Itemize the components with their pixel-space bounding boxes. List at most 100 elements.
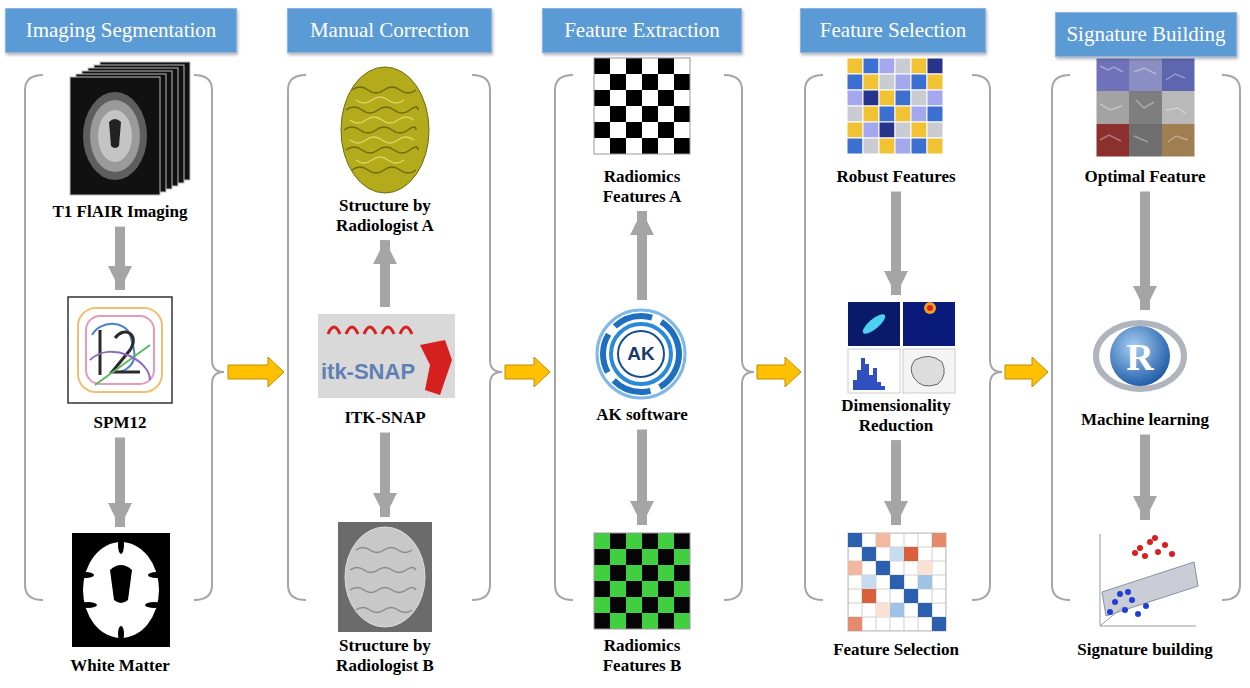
texture-tiles: [1096, 58, 1129, 91]
panel-label: Dimensionality Reduction: [821, 396, 971, 435]
scatter-3d: [1102, 562, 1198, 616]
correlation-matrix: [918, 603, 932, 617]
white-matter-image: [145, 602, 163, 608]
scatter-3d: [1147, 539, 1153, 545]
checkerboard-a: [594, 58, 690, 154]
image-panel: T1 FlAIR Imaging: [30, 62, 210, 222]
feature-grid: [863, 122, 879, 138]
image-panel: Feature Selection: [811, 530, 981, 660]
image-panel: Robust Features: [811, 55, 981, 187]
scatter-3d: [1122, 607, 1128, 613]
itk-snap-logo: [420, 340, 452, 395]
correlation-matrix: [890, 547, 904, 561]
correlation-matrix: [932, 617, 946, 631]
panel-label: Radiomics Features A: [577, 167, 707, 206]
feature-grid: [911, 58, 927, 74]
structure-b-image: [350, 548, 416, 613]
panel-bracket: [288, 75, 306, 600]
feature-grid: [927, 106, 943, 122]
flow-arrow: [637, 211, 647, 300]
reduction-plots: [848, 302, 955, 393]
feature-grid: [895, 106, 911, 122]
itk-snap-logo: [318, 314, 455, 398]
spm-logo: [68, 297, 172, 403]
correlation-matrix: [848, 533, 946, 631]
image-panel: Structure by Radiologist B: [305, 522, 465, 675]
image-panel: Radiomics Features B: [577, 530, 707, 675]
image-panel: SPM12: [30, 295, 210, 433]
feature-grid: [879, 106, 895, 122]
itk-snap-logo: [318, 314, 455, 398]
reduction-plots: [927, 305, 933, 311]
mri-stack: [109, 119, 121, 148]
panel-bracket: [1222, 75, 1240, 600]
structure-b-image: [338, 522, 432, 632]
feature-grid: [911, 74, 927, 90]
scatter-3d: [1155, 549, 1161, 555]
feature-grid: [863, 90, 879, 106]
feature-grid: [927, 58, 943, 74]
feature-grid: [863, 74, 879, 90]
spm-logo: [68, 297, 172, 403]
reduction-plots: [860, 311, 888, 337]
mri-stack: [70, 62, 190, 195]
image-panel: White Matter: [30, 532, 210, 676]
panel-bracket: [805, 75, 823, 600]
correlation-matrix: [876, 533, 890, 547]
stage-header: Imaging Segmentation: [5, 8, 237, 53]
texture-tiles: [1096, 58, 1195, 157]
feature-grid: [879, 58, 895, 74]
correlation-matrix: [876, 561, 890, 575]
feature-grid: [863, 58, 879, 74]
image-panel: Dimensionality Reduction: [821, 300, 971, 435]
feature-grid: [927, 74, 943, 90]
r-logo: [1096, 323, 1184, 389]
checkerboard-a: [594, 58, 690, 154]
flow-arrow: [891, 440, 901, 525]
scatter-3d: [1137, 545, 1143, 551]
panel-label: Feature Selection: [811, 640, 981, 660]
scatter-3d: [1132, 535, 1175, 559]
correlation-matrix: [862, 575, 876, 589]
structure-a-image: [341, 67, 429, 193]
flow-arrow: [1140, 435, 1150, 520]
white-matter-image: [72, 533, 170, 647]
scatter-3d: [1125, 589, 1131, 595]
panel-label: ITK-SNAP: [295, 408, 475, 428]
scatter-3d: [1135, 611, 1141, 617]
white-matter-image: [83, 542, 159, 638]
correlation-matrix: [918, 575, 932, 589]
header-text: Feature Extraction: [564, 18, 720, 43]
scatter-3d: [1169, 551, 1175, 557]
correlation-matrix: [904, 547, 918, 561]
white-matter-image: [148, 572, 164, 578]
feature-grid: [847, 74, 863, 90]
feature-grid: [895, 122, 911, 138]
itk-snap-logo: [328, 327, 412, 334]
panel-bracket: [194, 75, 224, 600]
mri-stack: [98, 110, 132, 162]
white-matter-image: [118, 536, 124, 554]
feature-grid: [911, 122, 927, 138]
feature-grid: [911, 90, 927, 106]
reduction-plots: [853, 358, 885, 390]
connector-layer: [120, 192, 1145, 527]
feature-grid: [911, 106, 927, 122]
feature-grid: [927, 138, 943, 154]
scatter-3d: [1117, 591, 1123, 597]
correlation-matrix: [862, 547, 876, 561]
feature-grid: [895, 90, 911, 106]
panel-label: Radiomics Features B: [577, 636, 707, 675]
panel-label: AK software: [562, 405, 722, 425]
correlation-matrix: [904, 589, 918, 603]
feature-grid: [847, 122, 863, 138]
correlation-matrix: [862, 589, 876, 603]
scatter-3d: [1112, 599, 1118, 605]
header-text: Feature Selection: [820, 18, 966, 43]
feature-grid: [927, 122, 943, 138]
correlation-matrix: [848, 533, 862, 547]
white-matter-image: [79, 602, 97, 608]
flow-arrow: [757, 357, 801, 387]
